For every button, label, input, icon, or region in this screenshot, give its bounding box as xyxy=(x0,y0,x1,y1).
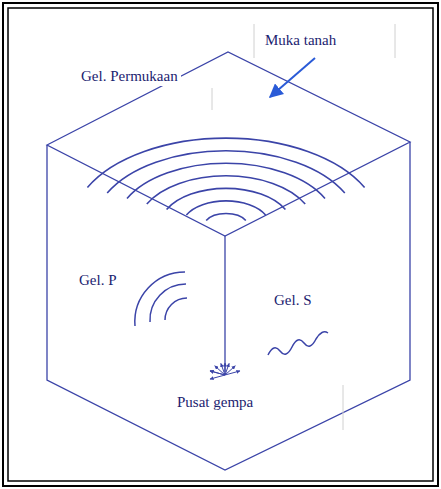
p-waves xyxy=(135,272,187,326)
s-wave xyxy=(268,332,328,355)
label-box-edges xyxy=(212,24,395,430)
wave-label: Gel. P xyxy=(76,270,120,290)
pointer-arrow xyxy=(270,58,315,97)
wave-label: Gel. S xyxy=(271,290,315,310)
focus-burst xyxy=(210,363,240,379)
ground-label: Muka tanah xyxy=(262,30,339,50)
wave-label: Gel. Permukaan xyxy=(78,66,181,86)
focus-label: Pusat gempa xyxy=(174,392,256,412)
surface-waves xyxy=(87,138,364,220)
outer-frame xyxy=(3,3,438,486)
cube-outline xyxy=(47,52,410,470)
inner-frame xyxy=(8,8,433,481)
